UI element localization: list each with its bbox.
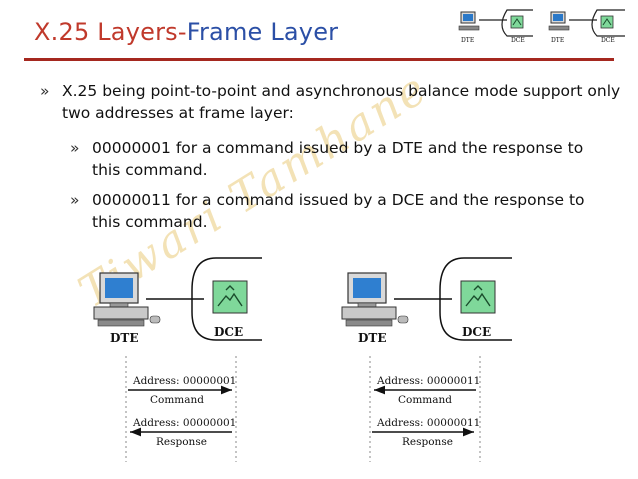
dte-computer-icon	[93, 272, 161, 327]
network-cloud	[439, 257, 512, 341]
frame-2-address: Address: 00000011	[376, 417, 480, 429]
network-cloud	[191, 257, 262, 341]
sub-bullet-1-text: 00000001 for a command issued by a DTE a…	[92, 139, 584, 179]
title-rule	[24, 58, 614, 61]
frame-1-address: Address: 00000001	[132, 375, 236, 387]
frame-2-address: Address: 00000001	[132, 417, 236, 429]
header-dte-icon: DTE	[458, 11, 480, 44]
header-icons: DTE DCE DTE DCE	[458, 9, 625, 44]
bullet-1: » X.25 being point-to-point and asynchro…	[40, 80, 622, 124]
bullet-1-text: X.25 being point-to-point and asynchrono…	[62, 82, 621, 122]
svg-text:DTE: DTE	[551, 37, 564, 44]
slide-title: X.25 Layers-Frame Layer	[34, 18, 338, 46]
header-dce-icon-2: DCE	[600, 15, 615, 44]
bullet-marker: »	[70, 191, 80, 209]
dce-label: DCE	[462, 325, 491, 339]
header-dce-icon: DCE	[510, 15, 525, 44]
sub-bullet-2: » 00000011 for a command issued by a DCE…	[70, 189, 612, 233]
diagram-dte-command: DTE DCE Address: 00000001 Command Addres…	[93, 257, 262, 462]
frame-1-address: Address: 00000011	[376, 375, 480, 387]
frame-1-type: Command	[398, 394, 452, 406]
sub-bullet-2-text: 00000011 for a command issued by a DCE a…	[92, 191, 585, 231]
title-main: Frame Layer	[186, 18, 339, 46]
svg-text:DCE: DCE	[601, 37, 615, 44]
dte-label: DTE	[110, 331, 138, 345]
header-dte-label: DTE	[461, 37, 474, 44]
bullet-marker: »	[40, 82, 50, 100]
title-prefix: X.25 Layers-	[34, 18, 187, 46]
dte-computer-icon	[341, 272, 409, 327]
frame-1-type: Command	[150, 394, 204, 406]
sub-bullet-1: » 00000001 for a command issued by a DTE…	[70, 137, 612, 181]
dce-switch-icon	[212, 280, 248, 314]
header-dte-icon-2: DTE	[548, 11, 570, 44]
diagram-dce-command: DTE DCE Address: 00000011 Command Addres…	[341, 257, 512, 462]
dce-label: DCE	[214, 325, 243, 339]
dce-switch-icon	[460, 280, 496, 314]
frame-2-type: Response	[402, 436, 453, 448]
bullet-marker: »	[70, 139, 80, 157]
frame-2-type: Response	[156, 436, 207, 448]
dte-label: DTE	[358, 331, 386, 345]
header-dce-label: DCE	[511, 37, 525, 44]
